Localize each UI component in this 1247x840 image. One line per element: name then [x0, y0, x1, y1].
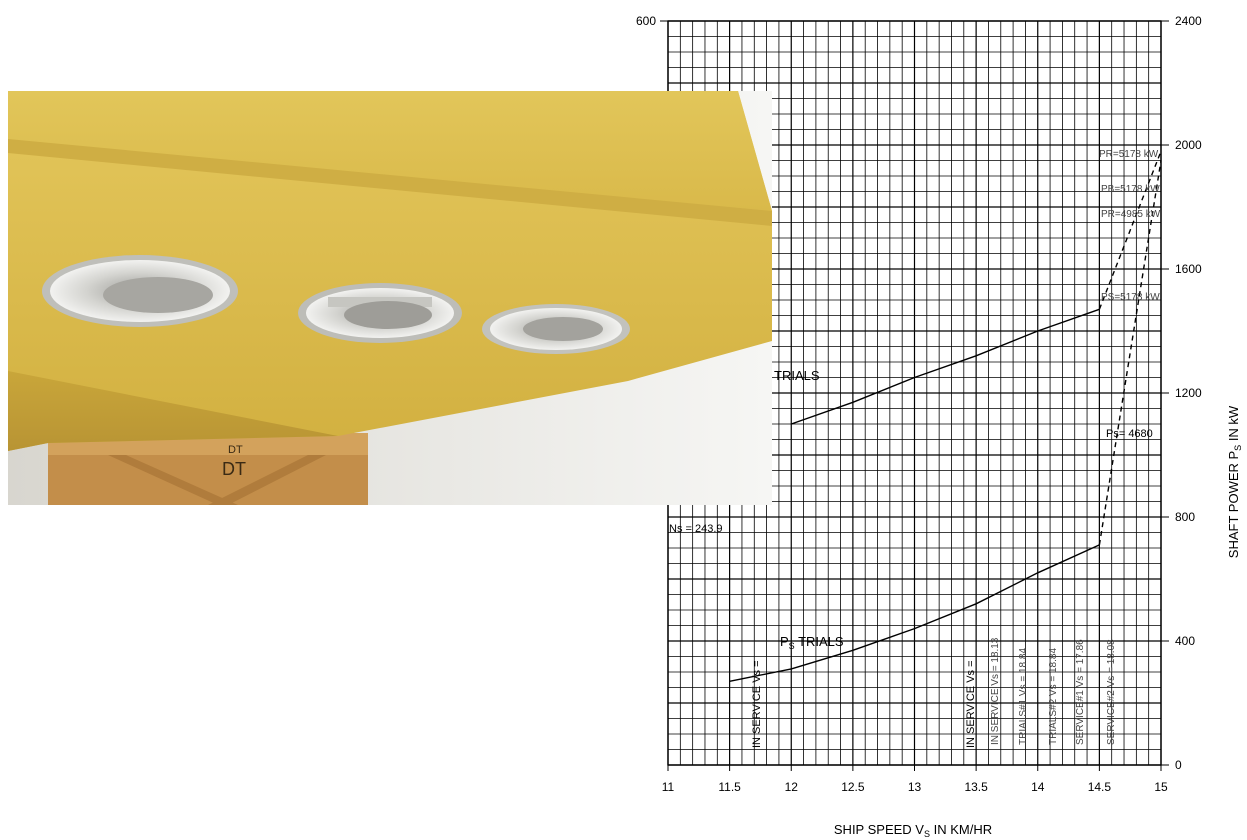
- y-right-tick-label: 400: [1175, 634, 1195, 648]
- series-line-2: [1098, 160, 1162, 546]
- y-right-tick-label: 1600: [1175, 262, 1202, 276]
- thruster-hull-photo: DT DT: [8, 91, 772, 505]
- annotation-pb: PB=5178 kW: [1101, 184, 1160, 195]
- series-label-trials: TRIALS: [774, 368, 820, 383]
- y-right-tick-label: 2400: [1175, 14, 1202, 28]
- annotation-ns: Ns = 243.9: [669, 523, 723, 535]
- annotation-v3: TRIALS#2 Vs = 18.84: [1048, 648, 1059, 745]
- x-tick-label: 14: [1031, 780, 1045, 794]
- photo-stamp-small: DT: [228, 444, 243, 456]
- x-axis-title: SHIP SPEED VS IN KM/HR: [834, 822, 992, 839]
- x-tick-label: 14.5: [1088, 780, 1112, 794]
- annotation-v1: IN SERVICE Vs = 18.13: [990, 637, 1001, 745]
- y-right-tick-label: 0: [1175, 758, 1182, 772]
- x-tick-label: 11.5: [718, 780, 741, 794]
- annotation-in-service-left: IN SERVICE Vs =: [751, 660, 763, 748]
- y-right-tick-label: 1200: [1175, 386, 1202, 400]
- x-tick-label: 12.5: [841, 780, 865, 794]
- chart-curves: [729, 150, 1162, 682]
- x-tick-label: 15: [1154, 780, 1168, 794]
- annotation-v2: TRIALS#1 Vs = 18.84: [1018, 648, 1029, 745]
- annotation-pr2: PR=4985 kW: [1101, 209, 1161, 220]
- annotation-ps2: Ps= 4680: [1106, 428, 1153, 440]
- x-tick-label: 13: [908, 780, 922, 794]
- annotation-v4: SERVICE#1 Vs = 17.86: [1075, 639, 1086, 745]
- x-tick-label: 12: [785, 780, 799, 794]
- annotation-ps1: PS=5178 kW: [1101, 292, 1160, 303]
- x-tick-label: 11: [662, 780, 675, 794]
- photo-stamp: DT: [222, 459, 246, 479]
- y-axis-right-title: SHAFT POWER PS IN kW: [1226, 405, 1243, 558]
- series-line-3: [1098, 150, 1162, 310]
- series-label-ps-trials: PS TRIALS: [780, 634, 844, 651]
- series-line-0: [729, 544, 1100, 682]
- chart-ticks: 11 11.5 12 12.5 13 13.5 14 14.5 15 0 400 800 1200 160…: [636, 14, 1202, 794]
- x-tick-label: 13.5: [964, 780, 988, 794]
- y-right-tick-label: 800: [1175, 510, 1195, 524]
- annotation-pr1: PR=5178 kW: [1099, 149, 1159, 160]
- y-left-tick-label: 600: [636, 14, 656, 28]
- series-line-1: [791, 308, 1100, 425]
- annotation-v5: SERVICE#2 Vs = 18.08: [1106, 639, 1117, 745]
- y-right-tick-label: 2000: [1175, 138, 1202, 152]
- annotation-in-service-mid: IN SERVICE Vs =: [965, 660, 977, 748]
